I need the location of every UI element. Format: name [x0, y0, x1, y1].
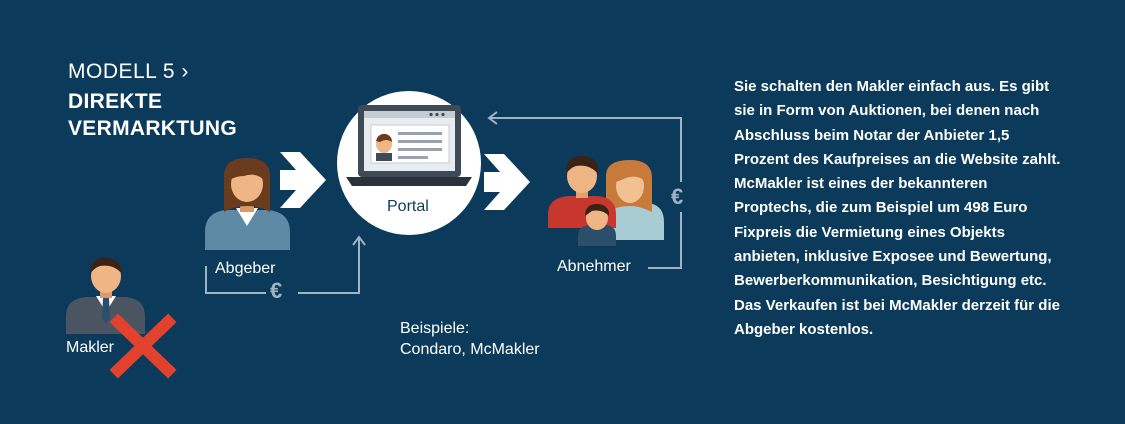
- description-text: Sie schalten den Makler einfach aus. Es …: [734, 78, 1061, 338]
- abgeber-icon: [205, 158, 290, 250]
- euro-icon-return: €: [671, 184, 684, 209]
- examples: Beispiele: Condaro, McMakler: [400, 318, 540, 360]
- makler-label: Makler: [66, 339, 115, 356]
- portal-laptop-icon: [337, 91, 481, 235]
- payment-line-abgeber: [205, 235, 366, 294]
- model-number: MODELL 5 ›: [68, 60, 189, 83]
- euro-icon: €: [270, 278, 283, 303]
- abnehmer-label: Abnehmer: [557, 258, 631, 275]
- examples-heading: Beispiele:: [400, 320, 470, 337]
- model-title: DIREKTE VERMARKTUNG: [68, 90, 237, 140]
- abnehmer-family-icon: [548, 155, 664, 246]
- return-line-abnehmer: [487, 111, 682, 269]
- cross-icon: [109, 313, 177, 379]
- makler-icon: [66, 257, 145, 334]
- portal-label: Portal: [387, 198, 429, 215]
- arrow-to-portal: [280, 152, 326, 208]
- arrow-to-abnehmer: [484, 154, 530, 210]
- abgeber-label: Abgeber: [215, 260, 276, 277]
- examples-items: Condaro, McMakler: [400, 341, 540, 358]
